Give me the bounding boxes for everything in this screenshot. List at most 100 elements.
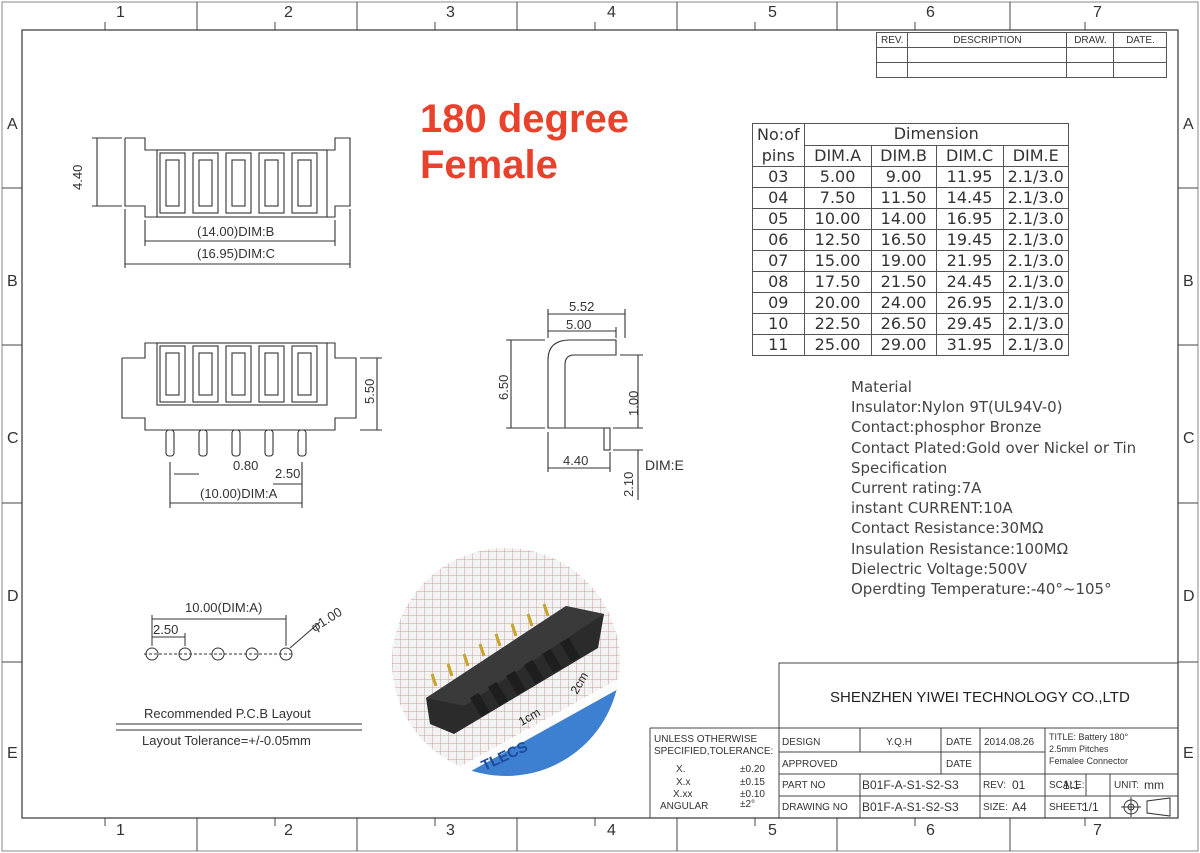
col-label-6: 6 xyxy=(926,4,935,21)
pcb-pitch-label: 2.50 xyxy=(153,622,179,637)
size-value: A4 xyxy=(1012,800,1027,814)
table-cell: 2.1/3.0 xyxy=(1002,187,1069,209)
product-photo: 1cm 2cm TLECS xyxy=(392,548,620,776)
row-label-b: B xyxy=(7,273,18,290)
drawing-no-label: DRAWING NO xyxy=(782,802,848,813)
revision-table: REV. DESCRIPTION DRAW. DATE. xyxy=(875,32,1168,78)
approved-label: APPROVED xyxy=(782,759,838,770)
rev-value: 01 xyxy=(1012,778,1026,792)
tol-angular-value: ±2° xyxy=(740,799,756,810)
front-height-label: 5.50 xyxy=(362,378,377,404)
company-name: SHENZHEN YIWEI TECHNOLOGY CO.,LTD xyxy=(830,689,1130,706)
table-cell: 19.45 xyxy=(935,229,1004,251)
side-pin-label: 2.10 xyxy=(621,471,636,497)
col-label-6-bottom: 6 xyxy=(926,822,935,839)
table-cell: 08 xyxy=(752,271,805,293)
material-line: Insulator:Nylon 9T(UL94V-0) xyxy=(851,398,1063,417)
table-cell: 21.95 xyxy=(935,250,1004,272)
row-label-d-right: D xyxy=(1183,588,1195,605)
table-cell: 12.50 xyxy=(803,229,872,251)
dim-c-label: (16.95)DIM:C xyxy=(197,246,276,261)
row-label-a: A xyxy=(7,116,18,133)
table-cell: 20.00 xyxy=(803,292,872,314)
date-value: 2014.08.26 xyxy=(984,737,1035,748)
table-cell: 26.95 xyxy=(935,292,1004,314)
tolerance-head-2: SPECIFIED,TOLERANCE: xyxy=(654,746,774,757)
row-label-a-right: A xyxy=(1183,116,1194,133)
table-cell: 29.00 xyxy=(870,334,937,356)
row-label-e: E xyxy=(7,745,18,762)
side-height-label: 6.50 xyxy=(496,374,511,400)
table-cell: 2.1/3.0 xyxy=(1002,313,1069,335)
sheet-label: SHEET: xyxy=(1049,802,1085,813)
dim-b-header: DIM.B xyxy=(870,144,937,167)
tol-xxx-label: X.xx xyxy=(673,789,693,800)
date-label: DATE xyxy=(946,737,972,748)
col-label-2: 2 xyxy=(284,4,293,21)
col-label-7: 7 xyxy=(1093,4,1102,21)
material-line: Insulation Resistance:100MΩ xyxy=(851,539,1069,558)
side-height-2-label: 1.00 xyxy=(626,390,641,416)
col-label-2-bottom: 2 xyxy=(284,822,293,839)
rev-label: REV: xyxy=(983,780,1006,791)
rev-header: REV. xyxy=(875,32,909,48)
table-cell: 16.50 xyxy=(870,229,937,251)
table-cell: 2.1/3.0 xyxy=(1002,334,1069,356)
table-cell: 11.95 xyxy=(935,166,1004,188)
row-label-e-right: E xyxy=(1183,745,1194,762)
col-label-4: 4 xyxy=(607,4,616,21)
table-cell: 05 xyxy=(752,208,805,230)
design-label: DESIGN xyxy=(782,737,821,748)
dim-a-label: (10.00)DIM:A xyxy=(200,486,278,501)
table-cell: 19.00 xyxy=(870,250,937,272)
tol-x-value: ±0.20 xyxy=(740,764,765,775)
pin-width-label: 0.80 xyxy=(233,458,259,473)
table-cell: 22.50 xyxy=(803,313,872,335)
table-cell: 2.1/3.0 xyxy=(1002,271,1069,293)
date-header: DATE. xyxy=(1113,32,1168,48)
table-cell: 26.50 xyxy=(870,313,937,335)
material-line: Specification xyxy=(851,458,948,477)
material-line: Current rating:7A xyxy=(851,479,982,497)
unit-value: mm xyxy=(1144,778,1164,792)
table-cell: 07 xyxy=(752,250,805,272)
table-cell: 15.00 xyxy=(803,250,872,272)
material-line: Contact Plated:Gold over Nickel or Tin xyxy=(851,438,1137,457)
table-cell: 29.45 xyxy=(935,313,1004,335)
date-label-2: DATE xyxy=(946,759,972,770)
dim-e-header: DIM.E xyxy=(1002,144,1069,167)
table-cell: 24.00 xyxy=(870,292,937,314)
sheet-value: 1/1 xyxy=(1082,800,1099,814)
table-cell: 2.1/3.0 xyxy=(1002,250,1069,272)
dim-a-header: DIM.A xyxy=(803,144,872,167)
pcb-dim-a-label: 10.00(DIM:A) xyxy=(185,600,263,615)
size-label: SIZE: xyxy=(983,802,1009,813)
material-line: Dielectric Voltage:500V xyxy=(851,559,1028,578)
table-cell: 25.00 xyxy=(803,334,872,356)
material-line: Contact Resistance:30MΩ xyxy=(851,519,1044,538)
col-label-4-bottom: 4 xyxy=(607,822,616,839)
side-width-2-label: 5.00 xyxy=(566,317,592,332)
table-cell: 06 xyxy=(752,229,805,251)
tol-angular-label: ANGULAR xyxy=(660,801,709,812)
dim-b-label: (14.00)DIM:B xyxy=(197,224,275,239)
title-line-3: Femalee Connector xyxy=(1049,756,1129,766)
side-width-1-label: 5.52 xyxy=(569,299,595,314)
design-value: Y.Q.H xyxy=(886,737,912,748)
table-cell: 11 xyxy=(752,334,805,356)
material-line: Contact:phosphor Bronze xyxy=(851,418,1042,437)
col-label-7-bottom: 7 xyxy=(1093,822,1102,839)
col-label-1-bottom: 1 xyxy=(116,822,125,839)
title-line-1: TITLE: Battery 180° xyxy=(1049,732,1129,742)
table-cell: 14.00 xyxy=(870,208,937,230)
col-label-1: 1 xyxy=(116,4,125,21)
